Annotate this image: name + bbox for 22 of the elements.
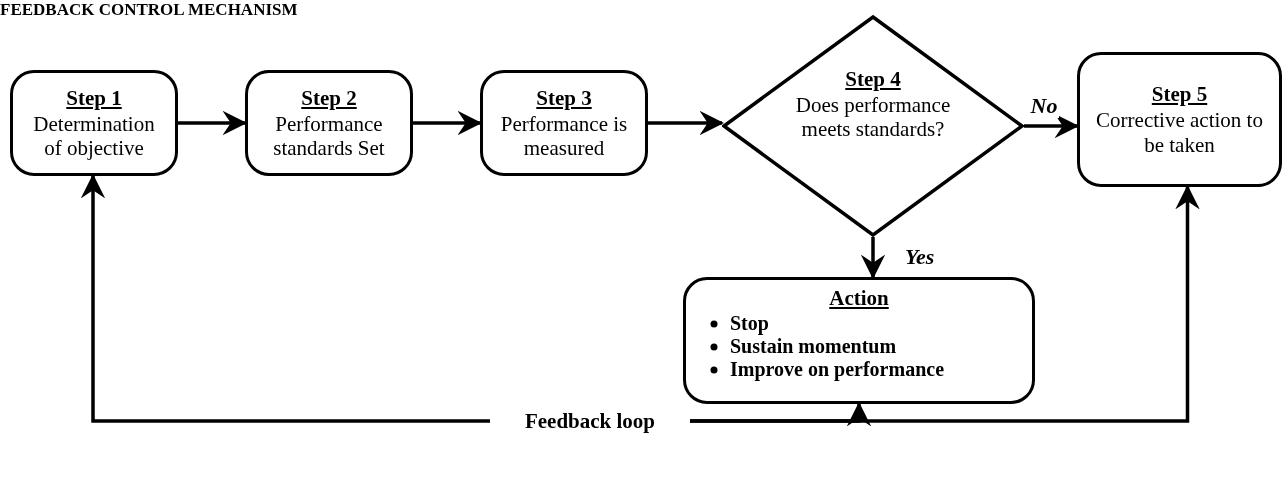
process-box: [1077, 52, 1282, 187]
step-heading: Step 5: [1151, 82, 1208, 107]
process-box: [480, 70, 648, 176]
process-box: [10, 70, 178, 176]
step-heading: Step 4: [845, 67, 901, 92]
step-description: Determination of objective: [32, 111, 156, 161]
step-heading: Step 3: [536, 85, 592, 110]
step-description: Performance is measured: [499, 111, 629, 161]
step-description: Corrective action to be taken: [1095, 108, 1264, 157]
step-heading: Step 2: [301, 85, 357, 110]
bullet-item: Improve on performance: [730, 358, 945, 382]
step-heading: Action: [829, 286, 889, 311]
bullet-item: Stop: [730, 312, 769, 336]
step-description: Does performance meets standards?: [794, 93, 952, 142]
decision-diamond: [722, 15, 1024, 237]
process-box: [245, 70, 413, 176]
process-box: [683, 277, 1035, 404]
step-heading: Step 1: [66, 85, 122, 110]
arrow: [648, 110, 725, 136]
step-description: Performance standards Set: [272, 111, 386, 161]
diagram-title: FEEDBACK CONTROL MECHANISM: [0, 0, 298, 20]
bullet-item: Sustain momentum: [730, 335, 897, 359]
